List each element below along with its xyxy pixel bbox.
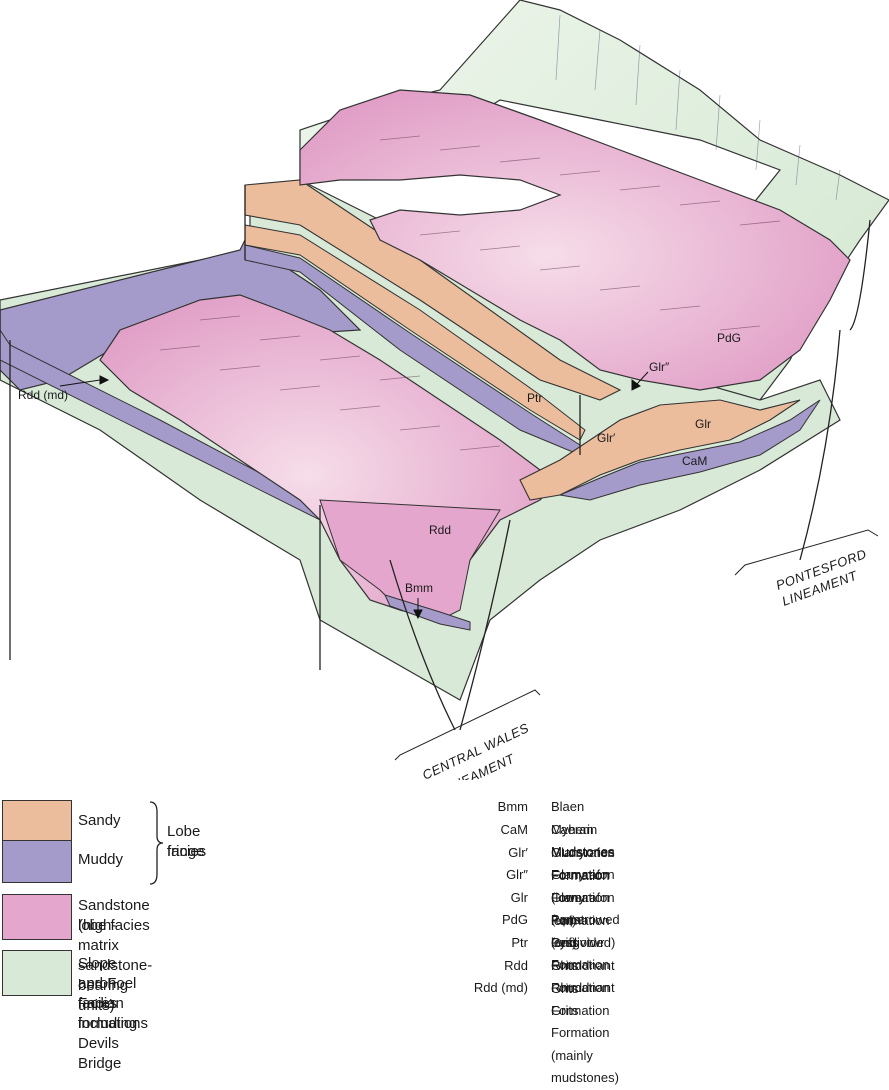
swatch-muddy	[2, 840, 72, 883]
legend-muddy-label: Muddy	[78, 851, 124, 868]
formation-abbr: Glr″	[506, 867, 528, 882]
formation-name: Penstrowed Grits Formation	[551, 912, 620, 973]
block-edges	[0, 185, 871, 731]
muddy-fringe-cam	[558, 399, 821, 501]
label-ptr: Ptr	[527, 391, 542, 405]
legend-sandstone-1: Sandstone lobe facies	[78, 897, 150, 934]
swatch-slope	[2, 950, 72, 996]
label-glr-lower: Glr′	[597, 431, 616, 445]
label-rdd-md: Rdd (md)	[18, 388, 68, 402]
formation-abbr: PdG	[501, 912, 528, 927]
label-cam: CaM	[682, 454, 707, 468]
label-rdd: Rdd	[429, 523, 451, 537]
label-bmm: Bmm	[405, 581, 433, 595]
label-glr-upper: Glr″	[649, 360, 670, 374]
legend-lobe-fringe-1: Lobe fringe	[167, 823, 205, 860]
slope-apron-hatching	[555, 14, 841, 201]
formation-abbr: Rdd	[504, 958, 528, 973]
bmm-layer	[384, 594, 471, 631]
swatch-sandstone	[2, 894, 72, 940]
formation-name: Rhuddnant Grits Formation (mainly mudsto…	[551, 980, 619, 1086]
formation-name: Glanyrafon Formation (upper leaf)	[551, 867, 615, 950]
legend-slope-2: and Foel Fadian formations	[78, 975, 149, 1032]
formation-abbr: Glr′	[508, 845, 528, 860]
formation-abbr: Rdd (md)	[473, 980, 528, 995]
swatch-sandy	[2, 800, 72, 843]
brace-icon	[149, 801, 164, 885]
formation-abbr: Ptr	[511, 935, 528, 950]
pontesford-bracket	[734, 529, 879, 576]
formation-name: Pysgotwr Grits Formation	[551, 935, 610, 996]
formation-name: Blaen Myherin Mudstones Formation	[551, 799, 615, 882]
formation-name: Caeran Mudstones Formation	[551, 822, 615, 883]
legend-sandy-label: Sandy	[78, 812, 121, 829]
block-diagram: Rdd (md) Ptr PdG Glr″ Glr Glr′ CaM Rdd B…	[0, 0, 889, 780]
formation-name: Glanyrafon Formation (undivided)	[551, 890, 616, 951]
formation-name: Glanyrafon Formation (lower leaf)	[551, 845, 615, 928]
legend-lobe-fringe-2: facies	[167, 843, 207, 860]
formation-abbr: Glr	[510, 890, 528, 905]
arrows	[59, 371, 649, 620]
label-pdg: PdG	[717, 331, 741, 345]
formation-abbr: CaM	[500, 822, 528, 837]
formation-abbr: Bmm	[497, 799, 528, 814]
sandstone-lobe-pdg	[299, 89, 851, 391]
central-wales-bracket	[394, 689, 541, 761]
sandy-fringe-glr	[519, 399, 801, 501]
label-glr: Glr	[695, 417, 711, 431]
lobe-texture	[159, 135, 781, 451]
